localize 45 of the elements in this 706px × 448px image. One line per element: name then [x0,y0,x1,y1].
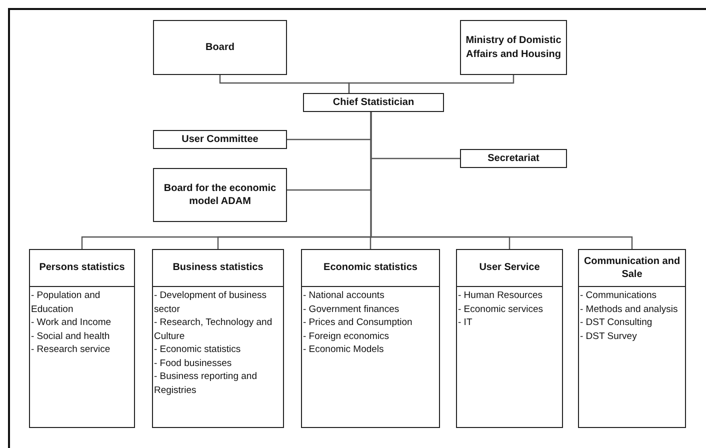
department-box [152,249,284,428]
list-item: - Research service [31,343,112,356]
department-box [578,249,686,428]
department-box [29,249,135,428]
box-label: Chief Statistician [332,96,414,110]
list-item: - Government finances [303,302,400,316]
department-title: Economic statistics [324,261,418,275]
list-item: - Research, Technology and Culture [154,316,274,343]
list-item: - Methods and analysis [580,302,679,316]
list-item: - Business reporting and Registries [154,370,258,397]
list-item: - National accounts [303,289,386,302]
list-item: - Human Resources [458,289,544,302]
list-item: - Foreign economics [303,330,390,343]
list-item: - Development of business sector [154,289,268,316]
department-title: Communication and Sale [582,254,682,282]
list-item: - DST Survey [580,330,638,343]
box-label: Board for the economic model ADAM [162,182,278,208]
list-item: - Work and Income [31,316,112,330]
department-box [456,249,563,428]
box-label: Ministry of Domistic Affairs and Housing [464,34,562,61]
department-title: Persons statistics [39,261,125,275]
org-box [153,20,287,75]
connector-line [370,112,633,249]
org-box [153,130,287,149]
org-box [460,20,567,75]
list-item: - Communications [580,289,658,302]
box-label: User Committee [182,132,258,146]
list-item: - Population and Education [31,289,102,316]
list-item: - Social and health [31,330,111,343]
box-label: Secretariat [488,152,540,166]
department-box [301,249,440,428]
org-box [303,93,444,112]
list-item: - IT [458,316,474,330]
org-box [460,149,567,168]
list-item: - Economic Models [303,343,385,356]
list-item: - Prices and Consumption [303,316,414,330]
department-title: User Service [479,261,540,275]
list-item: - Economic services [458,302,544,316]
department-title: Business statistics [172,261,264,275]
org-box [153,168,287,222]
connector-line [348,75,514,93]
list-item: - Food businesses [154,356,233,370]
list-item: - DST Consulting [580,316,654,330]
list-item: - Economic statistics [154,343,242,356]
box-label: Board [206,40,234,54]
